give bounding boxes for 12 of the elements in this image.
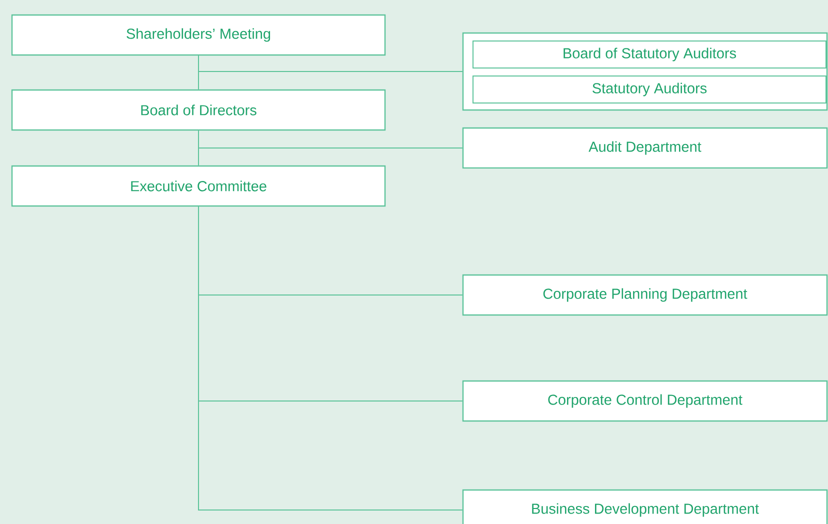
- org-box: Audit Department: [462, 127, 828, 169]
- connector-line: [198, 130, 463, 148]
- org-box: Shareholders’ Meeting: [11, 14, 386, 56]
- org-box: Corporate Control Department: [462, 380, 828, 422]
- connector-line: [198, 55, 463, 72]
- org-box: Board of Statutory Auditors: [472, 40, 826, 68]
- org-box: Executive Committee: [11, 165, 386, 207]
- org-box: Business Development Department: [462, 489, 828, 524]
- org-box: Statutory Auditors: [472, 76, 826, 104]
- org-box: Corporate Planning Department: [462, 274, 828, 316]
- org-box: Board of Directors: [11, 89, 386, 131]
- connector-line: [198, 206, 463, 510]
